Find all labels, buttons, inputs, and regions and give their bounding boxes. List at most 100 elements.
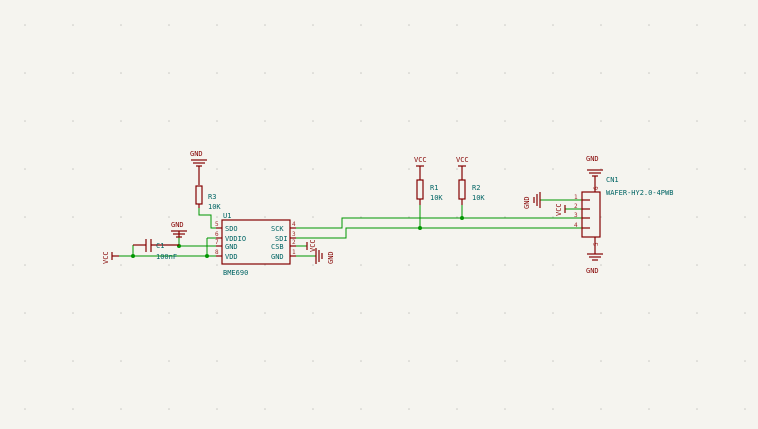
grid-dot [72,24,74,26]
gnd-symbol-u1[interactable]: GND [315,248,335,264]
vcc-label-c1: VCC [102,251,110,264]
grid-dot [408,360,410,362]
grid-dot [72,264,74,266]
vcc-symbol-r2[interactable]: VCC [456,156,469,180]
vcc-symbol-c1[interactable]: VCC [102,251,119,264]
vcc-symbol-conn-left[interactable]: VCC [555,203,566,216]
grid-dot [360,408,362,410]
grid-dot [600,72,602,74]
grid-dot [744,72,746,74]
grid-dot [168,168,170,170]
grid-dot [72,360,74,362]
grid-dot [120,312,122,314]
grid-dot [504,216,506,218]
grid-dot [168,72,170,74]
u1-pin-name-l1: VDDIO [225,235,246,243]
gnd-symbol-c1[interactable]: GND [171,221,187,238]
gnd-symbol-conn-left[interactable]: GND [523,192,541,209]
u1-pin-num-r2: 2 [292,239,296,246]
grid-dot [744,312,746,314]
wires [119,199,582,258]
cn1-value: WAFER-HY2.0-4PWB [606,189,673,197]
cn1-pin-2: 2 [574,203,578,210]
grid-dot [744,120,746,122]
c1-ref: C1 [156,242,164,250]
grid-dot [312,168,314,170]
u1-pin-num-l1: 6 [215,231,219,238]
ic-u1[interactable]: U1 5 6 7 8 SDO VDDIO GND VDD 4 3 2 1 SCK… [215,212,296,277]
grid-dot [600,408,602,410]
u1-pin-name-r1: SDI [275,235,288,243]
grid-dot [696,312,698,314]
grid-dot [24,312,26,314]
grid-dot [312,120,314,122]
grid-dot [456,312,458,314]
gnd-symbol-conn-bottom[interactable]: GND [586,253,603,275]
grid-dot [72,120,74,122]
grid-dot [264,360,266,362]
grid-dot [696,72,698,74]
grid-dot [24,72,26,74]
u1-pin-name-l0: SDO [225,225,238,233]
grid-dot [360,360,362,362]
grid-dot [744,168,746,170]
resistor-r2[interactable]: R2 10K [458,179,485,205]
vcc-symbol-csb[interactable]: VCC [306,239,317,252]
grid-dot [744,24,746,26]
u1-ref: U1 [223,212,231,220]
grid-dot [216,264,218,266]
grid-dot [216,216,218,218]
cn1-mount-top: 6 [593,186,600,190]
grid-dot [408,264,410,266]
grid-dot [120,168,122,170]
gnd-symbol-r3[interactable]: GND [190,150,207,185]
grid-dot [408,168,410,170]
grid-dot [312,312,314,314]
c1-value: 100nF [156,253,177,261]
u1-pin-name-r3: GND [271,253,284,261]
grid-dot [456,24,458,26]
grid-dot [504,312,506,314]
grid-dot [456,360,458,362]
cn1-pin-4: 4 [574,222,578,229]
u1-pin-num-l2: 7 [215,239,219,246]
grid-dot [360,120,362,122]
grid-dot [24,168,26,170]
grid-dot [216,360,218,362]
grid-dot [648,168,650,170]
grid-dot [216,72,218,74]
r1-value: 10K [430,194,443,202]
grid-dot [24,216,26,218]
gnd-symbol-conn-top[interactable]: GND [586,155,603,177]
grid-dot [312,264,314,266]
grid-dot [312,408,314,410]
grid-dot [696,168,698,170]
grid-dot [696,24,698,26]
grid-dot [456,216,458,218]
resistor-r3[interactable]: R3 10K [195,185,221,211]
resistor-r1[interactable]: R1 10K [416,179,443,205]
grid-dot [120,24,122,26]
u1-pin-num-l3: 8 [215,249,219,256]
grid-dot [264,24,266,26]
junction-r1 [418,226,422,230]
gnd-label-csb: GND [327,251,335,264]
grid-dot [648,408,650,410]
grid-dot [648,24,650,26]
grid-dot [552,120,554,122]
grid-dot [24,408,26,410]
grid-dot [504,120,506,122]
grid-dot [168,120,170,122]
grid-dot [264,72,266,74]
grid-dot [744,216,746,218]
grid-dot [552,264,554,266]
grid-dot [408,24,410,26]
vcc-symbol-r1[interactable]: VCC [414,156,427,180]
grid-dot [744,360,746,362]
grid-dot [456,120,458,122]
r1-ref: R1 [430,184,438,192]
grid-dot [504,168,506,170]
grid-dot [216,408,218,410]
connector-cn1[interactable]: 1 2 3 4 6 5 CN1 WAFER-HY2.0-4PWB [574,176,673,254]
capacitor-c1[interactable]: C1 100nF [133,239,179,261]
